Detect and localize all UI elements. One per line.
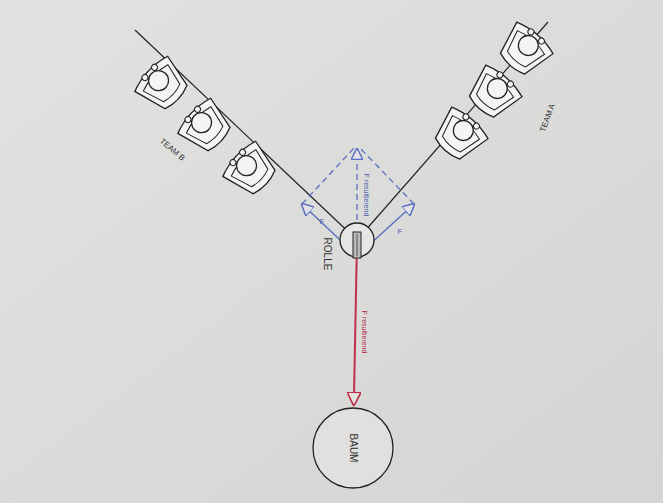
- parallelogram-side: [302, 147, 355, 204]
- team-a-figures: [427, 18, 556, 166]
- force-label: F: [320, 218, 325, 226]
- force-arrow: [354, 258, 357, 405]
- node-label: BAUM: [348, 434, 358, 463]
- tree-circle: BAUM: [312, 407, 394, 489]
- edge-label: F resultierend: [361, 309, 368, 354]
- force-label: F resultierend: [363, 174, 370, 217]
- force-label: F: [398, 228, 403, 236]
- node-outline: [339, 222, 375, 258]
- team-b-figures: [131, 53, 282, 202]
- node-label: ROLLE: [322, 238, 332, 271]
- pulley-node: ROLLE: [339, 222, 375, 258]
